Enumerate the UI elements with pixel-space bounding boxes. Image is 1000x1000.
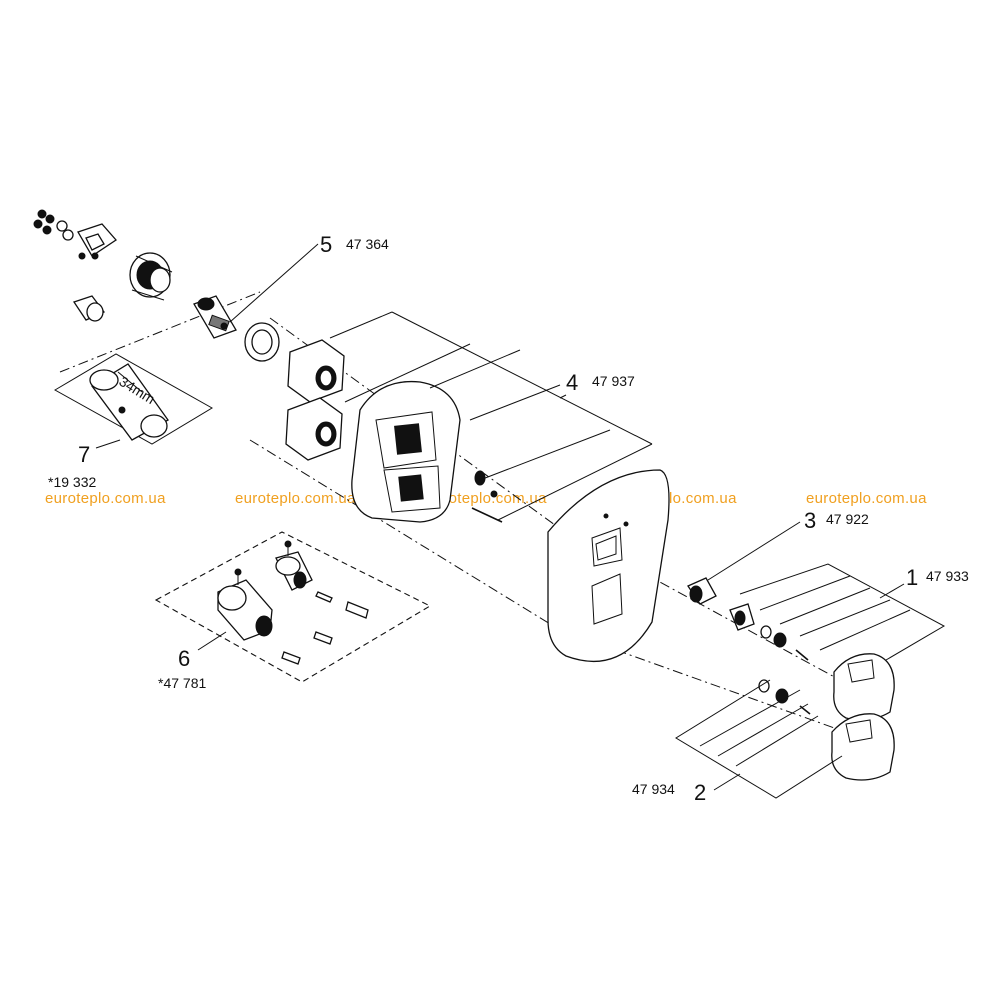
callout-7-index: 7 bbox=[78, 442, 90, 467]
callout-2-part: 47 934 bbox=[632, 781, 675, 797]
watermark-3: euroteplo.com.ua bbox=[426, 490, 547, 507]
cartridge-group-5 bbox=[33, 209, 280, 362]
assembly-axes bbox=[59, 291, 841, 731]
service-set-6 bbox=[154, 531, 432, 683]
callout-4-index: 4 bbox=[566, 370, 578, 395]
callout-2-index: 2 bbox=[694, 780, 706, 805]
callout-6: 6 *47 781 bbox=[158, 631, 227, 691]
callout-7: 7 *19 332 bbox=[48, 442, 96, 490]
watermark-row: euroteplo.com.ua euroteplo.com.ua eurote… bbox=[45, 490, 927, 507]
callout-1: 1 47 933 bbox=[739, 563, 969, 661]
callout-6-part: *47 781 bbox=[158, 675, 206, 691]
callout-1-part: 47 933 bbox=[926, 568, 969, 584]
callout-4: 4 47 937 bbox=[329, 311, 653, 521]
watermark-1: euroteplo.com.ua bbox=[45, 490, 166, 507]
callout-6-index: 6 bbox=[178, 646, 190, 671]
watermark-5: euroteplo.com.ua bbox=[806, 490, 927, 507]
callout-5-part: 47 364 bbox=[346, 236, 389, 252]
callout-3: 3 47 922 bbox=[707, 508, 869, 581]
callout-7-part: *19 332 bbox=[48, 474, 96, 490]
callout-5: 5 47 364 bbox=[229, 232, 389, 323]
handle-1 bbox=[833, 653, 895, 721]
tool-plane-7: 34mm bbox=[53, 353, 213, 449]
spacer-group-4 bbox=[285, 339, 503, 523]
callout-3-part: 47 922 bbox=[826, 511, 869, 527]
watermark-2: euroteplo.com.ua bbox=[235, 490, 356, 507]
callout-3-index: 3 bbox=[804, 508, 816, 533]
callout-1-index: 1 bbox=[906, 565, 918, 590]
callout-2: 47 934 2 bbox=[632, 679, 843, 805]
callout-4-part: 47 937 bbox=[592, 373, 635, 389]
adapter-group-3 bbox=[687, 577, 811, 715]
cover-plate bbox=[547, 469, 670, 663]
callout-5-index: 5 bbox=[320, 232, 332, 257]
handle-2 bbox=[831, 713, 895, 781]
